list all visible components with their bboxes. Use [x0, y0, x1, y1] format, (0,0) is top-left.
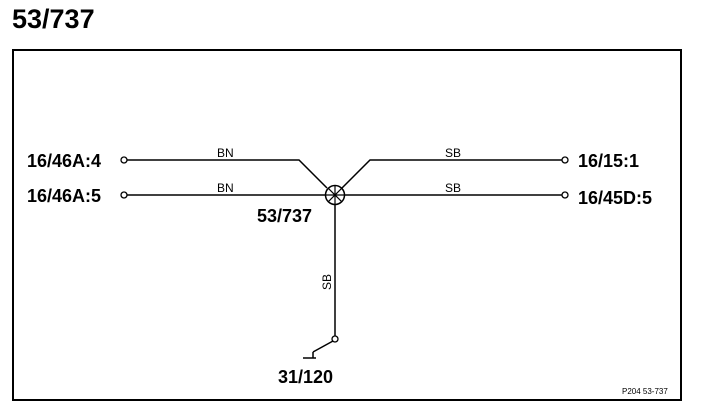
wire-left-top: [127, 159, 328, 189]
wire-label-left-top: BN: [217, 146, 234, 160]
wire-label-left-bottom: BN: [217, 181, 234, 195]
terminal-label-ground: 31/120: [278, 367, 333, 387]
terminal-label-right-bottom: 16/45D:5: [578, 188, 652, 208]
terminal-dot-right-top: [561, 156, 569, 164]
terminal-dot-ground: [331, 335, 339, 343]
wire-label-right-top: SB: [445, 146, 461, 160]
wire-right-top: [341, 159, 562, 189]
terminal-label-left-bottom: 16/46A:5: [27, 186, 101, 206]
ground-icon: [303, 340, 334, 359]
diagram-frame: [12, 49, 682, 401]
terminal-dot-left-bottom: [120, 191, 128, 199]
figure-reference: P204 53-737: [622, 387, 668, 396]
wire-label-right-bottom: SB: [445, 181, 461, 195]
terminal-label-right-top: 16/15:1: [578, 151, 639, 171]
splice-icon: [324, 184, 346, 206]
terminal-label-left-top: 16/46A:4: [27, 151, 101, 171]
wire-label-down: SB: [320, 274, 334, 290]
terminal-dot-left-top: [120, 156, 128, 164]
terminal-dot-right-bottom: [561, 191, 569, 199]
page-title: 53/737: [12, 4, 95, 34]
splice-label: 53/737: [257, 206, 312, 226]
